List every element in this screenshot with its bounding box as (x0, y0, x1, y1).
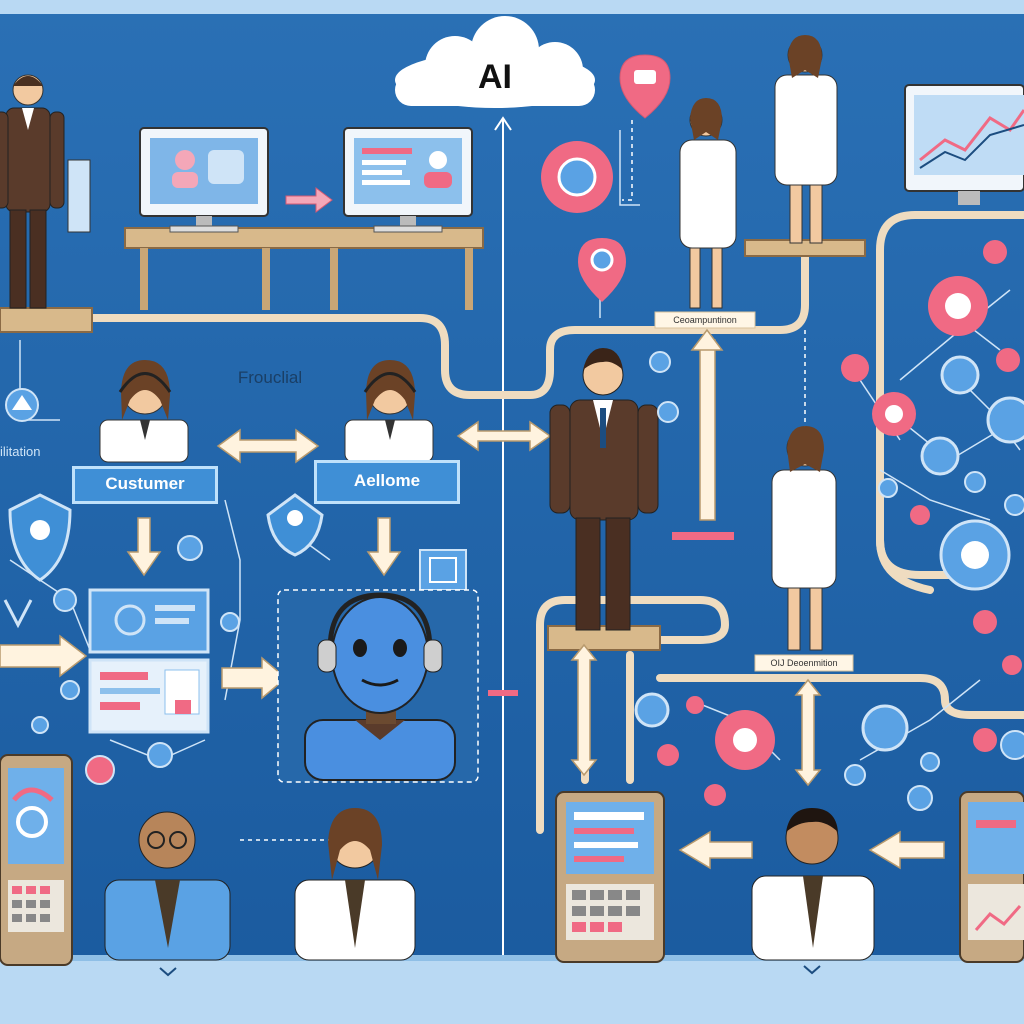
agent-left (99, 360, 189, 463)
cloud-label: AI (478, 58, 512, 96)
woman-headset-right (771, 426, 837, 651)
desk (124, 227, 484, 310)
agent-bottom-right (751, 808, 875, 961)
woman-front-right (744, 35, 866, 257)
manager-center (547, 348, 661, 651)
customer-man-glasses (104, 811, 231, 961)
pos-terminal-left (0, 754, 73, 966)
right-arrow-icon (285, 187, 333, 213)
info-panel-bottom (88, 658, 210, 734)
network-node-left-top (5, 388, 39, 422)
gear-network-bottom (634, 692, 1024, 811)
up-arrow-icon (494, 116, 512, 131)
connector-paths (86, 211, 1024, 834)
arrow-to-robot (221, 656, 288, 700)
agent-right (344, 360, 434, 463)
location-pin-mid (578, 238, 626, 302)
side-text-label: ilitation (0, 444, 41, 459)
double-arrow-agents (216, 428, 320, 464)
left-arrow-bottom-1 (678, 830, 753, 870)
agent-bottom-center (294, 808, 416, 961)
network-node-left-shield (8, 493, 72, 582)
pos-terminal-right (959, 791, 1024, 963)
analytics-monitor (904, 84, 1024, 205)
tag-mid-right: OIJ Deoenmition (770, 658, 838, 668)
woman-front-left (679, 98, 737, 309)
down-arrow-right (366, 517, 402, 577)
up-arrow-mid (690, 328, 724, 351)
manager-top-left (0, 74, 93, 333)
top-text-label: Frouclial (237, 368, 303, 387)
pink-gear-large (541, 141, 613, 213)
down-arrow-left (126, 517, 162, 577)
double-arrow-vertical-left (570, 643, 598, 777)
document-icon (419, 549, 467, 591)
tag-top-right: Ceoampuntinon (673, 315, 737, 325)
top-frame (0, 0, 1024, 14)
monitor-left (139, 127, 269, 233)
aellome-box: Aellome (314, 460, 460, 504)
pink-marker-right (672, 532, 734, 540)
arrow-right-left (0, 634, 88, 678)
monitor-right (343, 127, 473, 233)
bottom-band (0, 955, 1024, 1024)
double-arrow-vertical-right (794, 678, 822, 787)
location-pin-top (619, 54, 671, 119)
chevron-down-icon (3, 599, 33, 629)
shield-icon-mid (266, 493, 324, 557)
gear-icons-left (31, 535, 240, 785)
info-panel-top (88, 588, 210, 654)
chevron-down-icon-bottom-left (159, 967, 177, 977)
tag-top-right-bg (654, 311, 756, 329)
chevron-down-icon-bottom-right (803, 965, 821, 975)
customer-box: Custumer (72, 466, 218, 504)
divider-marker (488, 690, 518, 696)
ai-cloud (395, 16, 595, 108)
pos-terminal-center (555, 791, 665, 963)
gear-network-right (649, 240, 1024, 675)
robot-agent (304, 592, 456, 781)
tag-mid-right-bg (754, 654, 854, 672)
left-arrow-bottom-2 (868, 830, 945, 870)
